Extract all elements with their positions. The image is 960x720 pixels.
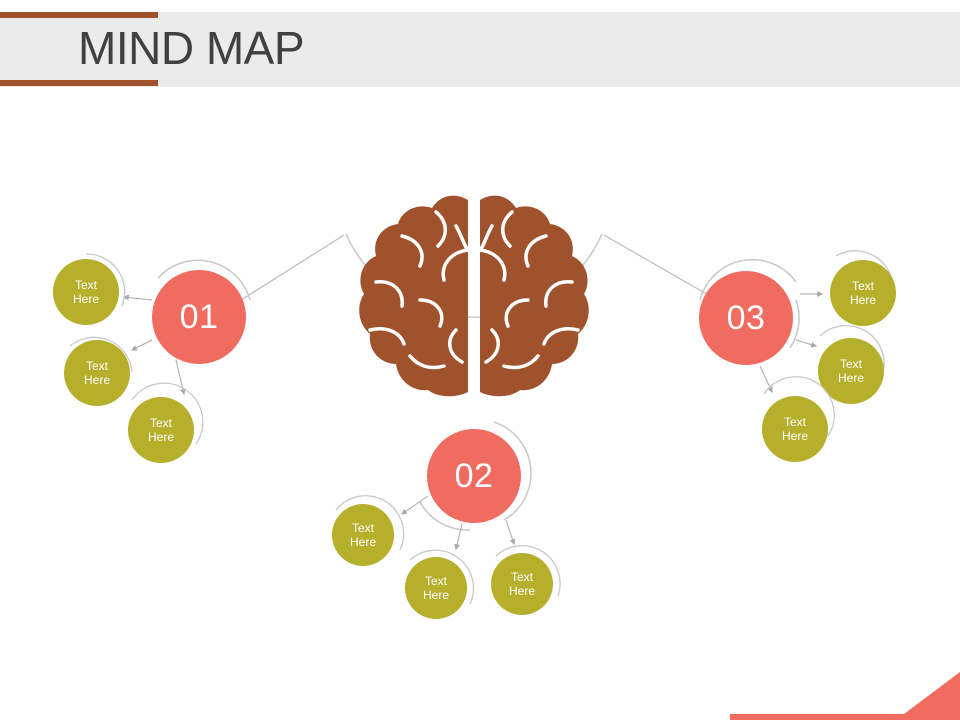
leaf-03-2-circle [818,338,884,404]
hub-02-circle [427,429,521,523]
connector-brain-03 [603,234,711,297]
connector-brain-01 [237,234,345,303]
arrow-02-1 [401,495,429,515]
leaf-02-1-text: Text Here [349,521,376,549]
leaf-03-1-text: Text Here [849,279,876,307]
leaf-03-3-text: Text Here [781,415,808,443]
leaf-03-1-circle [830,260,896,326]
hub-03-ring-right [789,299,800,349]
leaf-01-2-ring [69,336,133,373]
arrow-01-3 [175,359,186,396]
arrow-02-2 [454,523,463,551]
arrow-01-2 [130,339,153,351]
corner-accent-bar [730,714,960,720]
leaf-01-1-circle [53,259,119,325]
leaf-01-3-circle [128,397,194,463]
leaf-01-2-circle [64,340,130,406]
arrow-03-2 [795,339,818,348]
hub-01-circle [152,270,246,364]
leaf-02-2-ring [409,549,475,605]
arrow-03-3 [759,365,773,394]
hub-03-ring [699,258,797,301]
hub-02-ring-lower [419,501,471,531]
leaf-02-2-circle [405,557,467,619]
header-accent-bottom [0,80,158,86]
hub-01-ring [157,259,251,301]
leaf-02-1-ring [335,495,405,551]
leaf-02-2-text: Text Here [422,574,449,602]
page-title: MIND MAP [78,22,305,74]
leaf-01-3-ring [131,382,204,445]
hub-03-number: 03 [726,298,766,337]
arrow-01-1 [122,294,153,301]
leaf-01-2-text: Text Here [83,359,110,387]
leaf-03-3-ring [763,376,835,437]
leaf-02-3-text: Text Here [508,570,535,598]
arrow-02-3 [505,519,516,546]
header-accent-top [0,12,158,18]
leaf-01-1-text: Text Here [72,278,99,306]
brain-icon [359,195,589,397]
leaf-03-2-ring [819,325,885,377]
leaf-01-1-ring [85,253,126,307]
hub-03-circle [699,271,793,365]
hub-02-ring [493,421,532,521]
leaf-02-1-circle [332,504,394,566]
leaf-01-3-text: Text Here [147,416,174,444]
leaf-02-3-circle [491,553,553,615]
leaf-03-3-circle [762,396,828,462]
leaf-03-2-text: Text Here [837,357,864,385]
hub-01-number: 01 [179,297,219,336]
leaf-02-3-ring [495,545,561,597]
hub-02-number: 02 [454,456,494,495]
header-band [0,12,960,87]
